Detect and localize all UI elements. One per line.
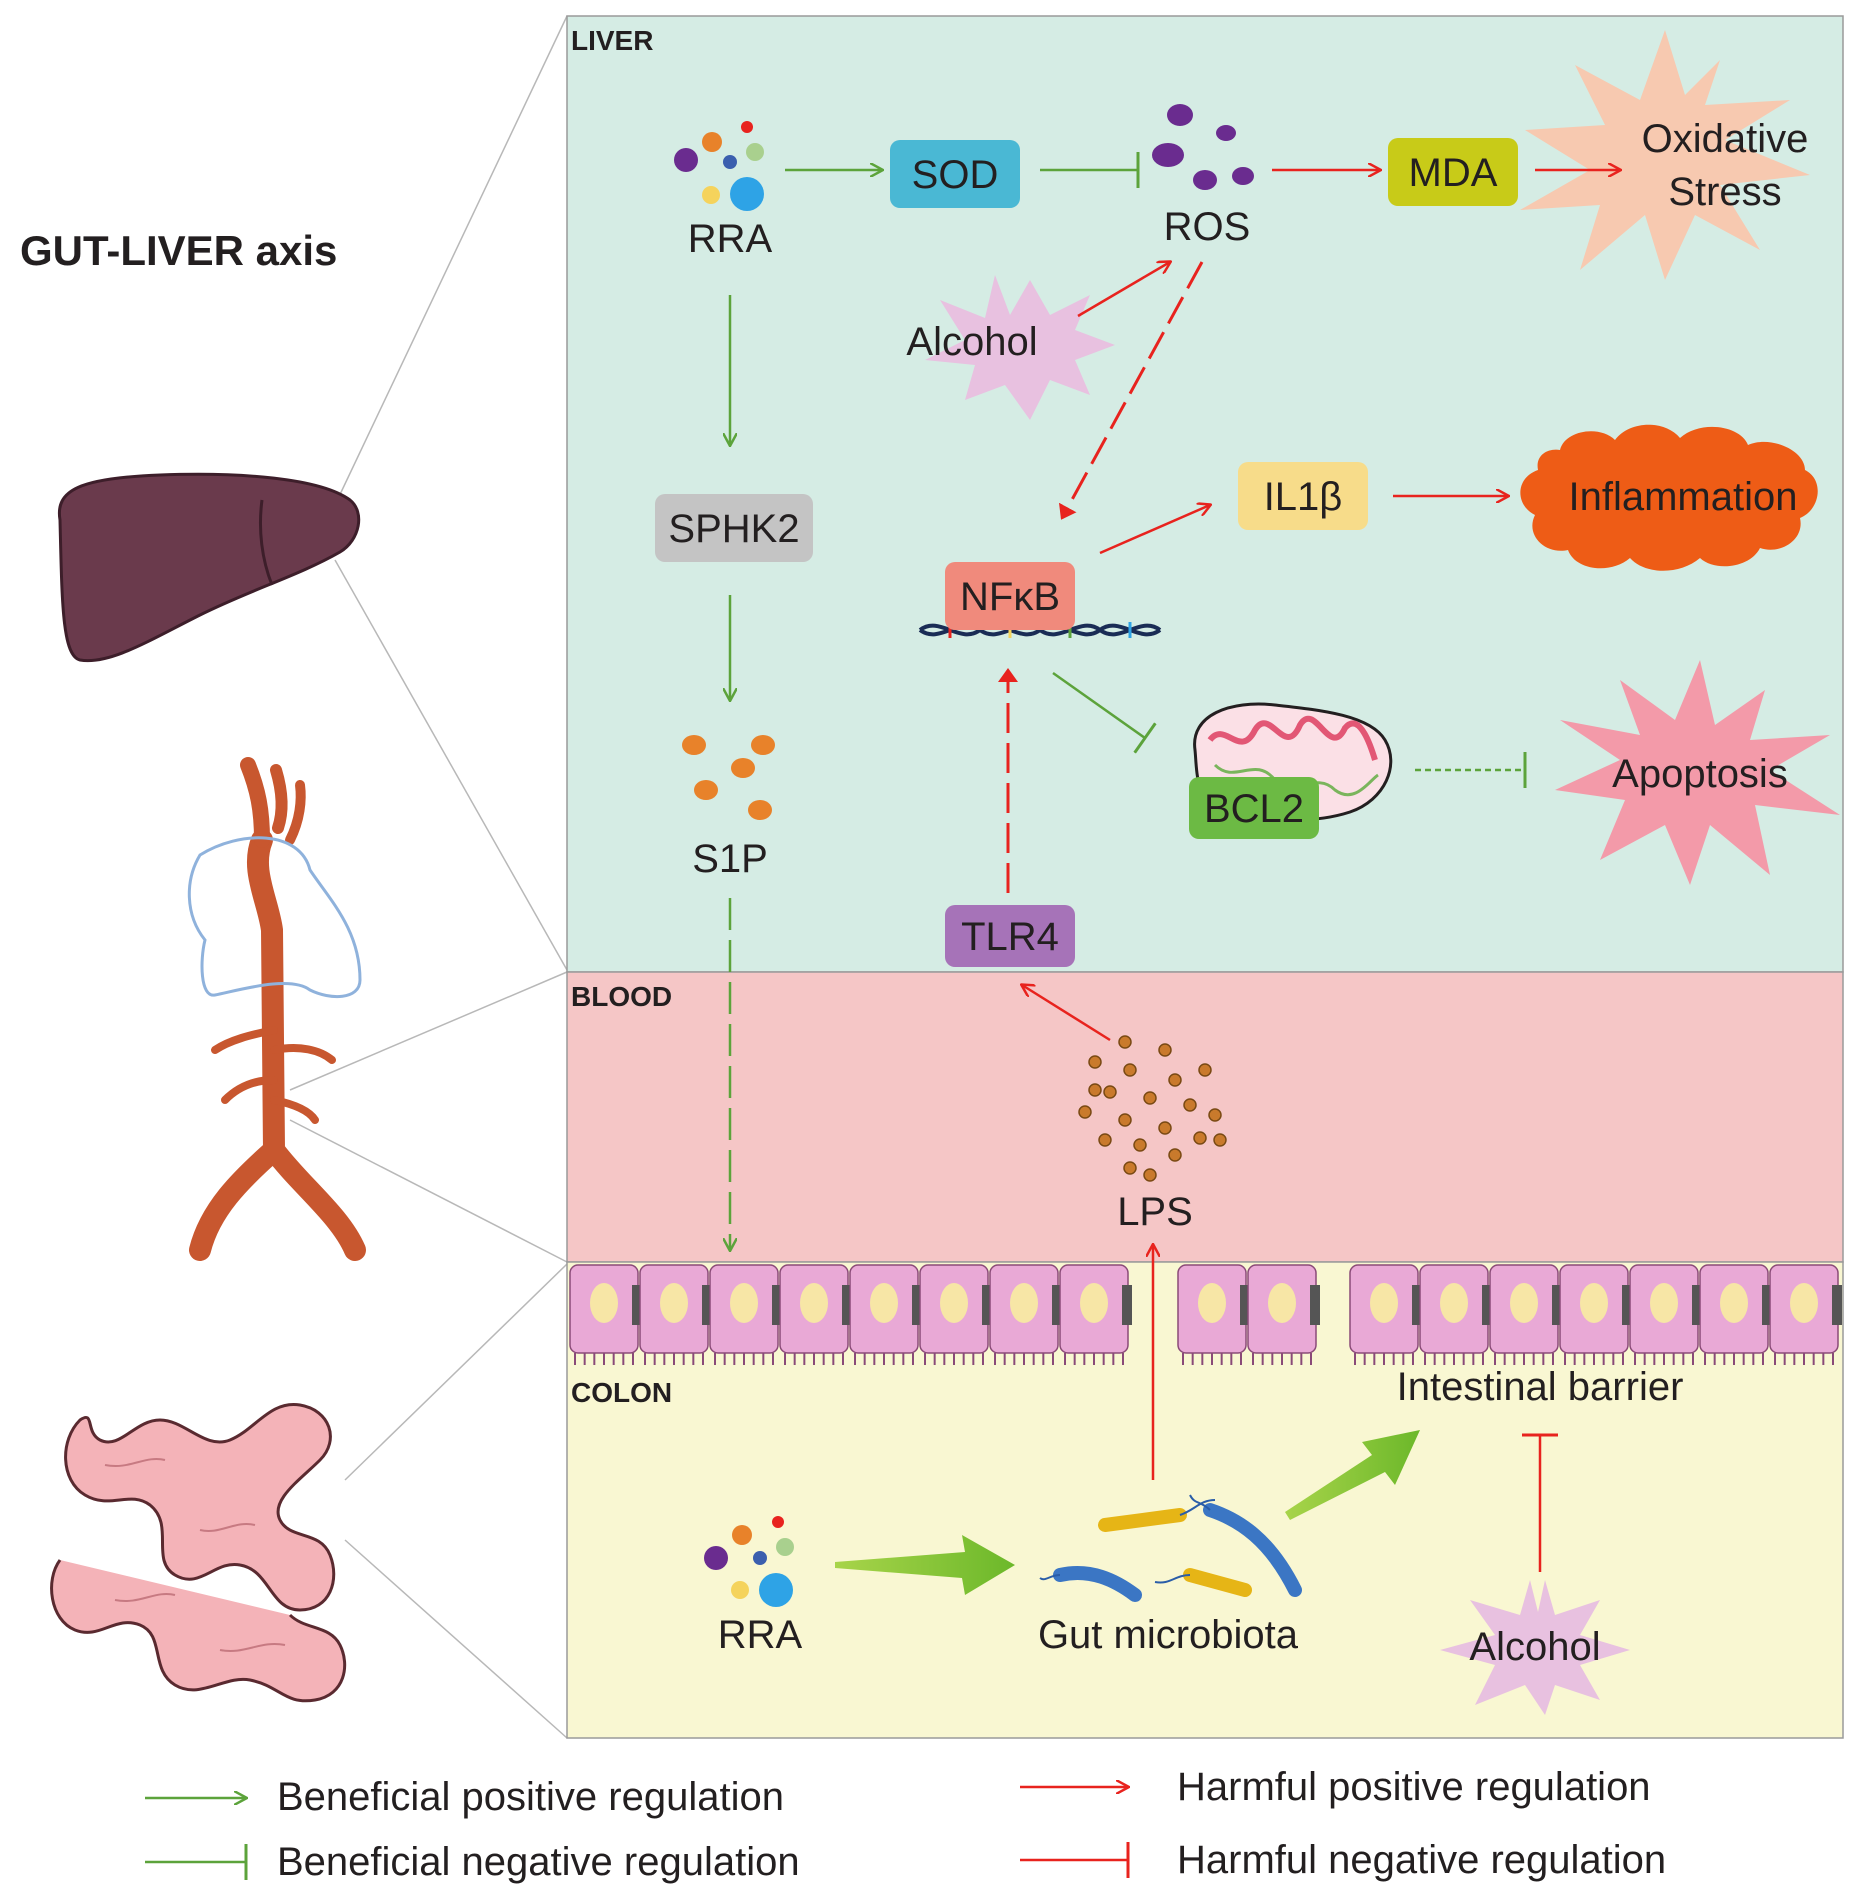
- tight-junction: [1310, 1285, 1320, 1325]
- cell-nucleus: [1580, 1283, 1608, 1323]
- cell-nucleus: [1790, 1283, 1818, 1323]
- cell-nucleus: [1440, 1283, 1468, 1323]
- liver-region-label: LIVER: [571, 25, 653, 56]
- big-arrow-rra-to-microbiota: [835, 1535, 1015, 1595]
- s1p-particles: [682, 735, 775, 820]
- cell-nucleus: [660, 1283, 688, 1323]
- rra-liver-particles: [674, 121, 764, 211]
- sphk2-label: SPHK2: [668, 507, 799, 551]
- tlr4-box: [945, 905, 1075, 967]
- sod-label: SOD: [912, 153, 999, 197]
- liver-illustration: [57, 472, 361, 663]
- regulation-arrows: [730, 152, 1620, 1572]
- tight-junction: [632, 1285, 642, 1325]
- cell-nucleus: [1510, 1283, 1538, 1323]
- aorta-illustration: [187, 757, 366, 1261]
- tight-junction: [1762, 1285, 1772, 1325]
- legend-beneficial-positive-label: Beneficial positive regulation: [277, 1775, 784, 1819]
- tight-junction: [912, 1285, 922, 1325]
- intestinal-epithelium: [569, 1264, 1842, 1365]
- lps-particles: [1078, 1035, 1227, 1182]
- intestinal-barrier-label: Intestinal barrier: [1397, 1365, 1684, 1409]
- oxidative-stress-label-line2: Stress: [1668, 170, 1781, 214]
- big-arrow-microbiota-to-barrier: [1285, 1430, 1420, 1520]
- lps-label: LPS: [1117, 1190, 1193, 1234]
- intestine-illustration: [50, 1402, 347, 1703]
- rra-colon-particles: [704, 1516, 794, 1607]
- tight-junction: [1122, 1285, 1132, 1325]
- cell-nucleus: [730, 1283, 758, 1323]
- blood-region-label: BLOOD: [571, 981, 672, 1012]
- inflammation-label: Inflammation: [1569, 475, 1798, 519]
- sphk2-box: [655, 494, 813, 562]
- cell-nucleus: [1720, 1283, 1748, 1323]
- tight-junction: [1412, 1285, 1422, 1325]
- ros-particles: [1152, 104, 1254, 190]
- legend-harmful-negative-label: Harmful negative regulation: [1177, 1838, 1666, 1882]
- nfkb-box: [945, 562, 1075, 630]
- legend-beneficial-negative-label: Beneficial negative regulation: [277, 1840, 800, 1884]
- apoptosis-burst: [1555, 660, 1840, 885]
- alcohol-colon-burst: [1440, 1580, 1630, 1715]
- cell-nucleus: [940, 1283, 968, 1323]
- cell-nucleus: [1370, 1283, 1398, 1323]
- legend: Beneficial positive regulation Beneficia…: [145, 1765, 1666, 1884]
- bcl2-label: BCL2: [1204, 787, 1304, 831]
- cell-nucleus: [1198, 1283, 1226, 1323]
- mda-box: [1388, 138, 1518, 206]
- gut-microbiota-bacteria: [1039, 1494, 1302, 1602]
- tight-junction: [702, 1285, 712, 1325]
- rra-colon-label: RRA: [718, 1613, 803, 1657]
- tight-junction: [1552, 1285, 1562, 1325]
- tight-junction: [982, 1285, 992, 1325]
- il1b-box: [1238, 462, 1368, 530]
- mda-label: MDA: [1409, 151, 1498, 195]
- tight-junction: [1622, 1285, 1632, 1325]
- cell-nucleus: [870, 1283, 898, 1323]
- arrow-nfkb-to-il1b: [1099, 505, 1210, 555]
- cell-nucleus: [590, 1283, 618, 1323]
- nfkb-label: NFκB: [960, 575, 1060, 619]
- tight-junction: [1240, 1285, 1250, 1325]
- ros-label: ROS: [1164, 205, 1251, 249]
- inhibit-nfkb-to-bcl2: [1052, 671, 1157, 754]
- colon-region-label: COLON: [571, 1377, 672, 1408]
- blood-region: [566, 971, 1844, 1263]
- legend-harmful-positive-label: Harmful positive regulation: [1177, 1765, 1651, 1809]
- tlr4-label: TLR4: [961, 915, 1059, 959]
- arrow-ros-to-nfkb: [1058, 261, 1204, 520]
- tight-junction: [1052, 1285, 1062, 1325]
- arrow-alcohol-to-ros: [1077, 262, 1170, 318]
- tight-junction: [842, 1285, 852, 1325]
- inflammation-cloud: [1520, 424, 1818, 571]
- cell-nucleus: [1268, 1283, 1296, 1323]
- alcohol-liver-burst: [925, 275, 1115, 420]
- cell-nucleus: [800, 1283, 828, 1323]
- cell-nucleus: [1010, 1283, 1038, 1323]
- alcohol-liver-label: Alcohol: [906, 320, 1037, 364]
- tight-junction: [1832, 1285, 1842, 1325]
- bcl2-box: [1189, 777, 1319, 839]
- tight-junction: [772, 1285, 782, 1325]
- tight-junction: [1692, 1285, 1702, 1325]
- arrow-lps-to-tlr4: [1022, 985, 1111, 1042]
- alcohol-colon-label: Alcohol: [1469, 1625, 1600, 1669]
- cell-nucleus: [1650, 1283, 1678, 1323]
- diagram-title: GUT-LIVER axis: [20, 227, 337, 274]
- cell-nucleus: [1080, 1283, 1108, 1323]
- sod-box: [890, 140, 1020, 208]
- oxidative-stress-label-line1: Oxidative: [1642, 117, 1809, 161]
- organ-connector-lines: [289, 15, 568, 1739]
- gut-microbiota-label: Gut microbiota: [1038, 1613, 1299, 1657]
- s1p-label: S1P: [692, 837, 768, 881]
- apoptosis-label: Apoptosis: [1612, 752, 1788, 796]
- il1b-label: IL1β: [1264, 475, 1343, 519]
- rra-liver-label: RRA: [688, 217, 773, 261]
- tight-junction: [1482, 1285, 1492, 1325]
- oxidative-stress-burst: [1520, 30, 1810, 280]
